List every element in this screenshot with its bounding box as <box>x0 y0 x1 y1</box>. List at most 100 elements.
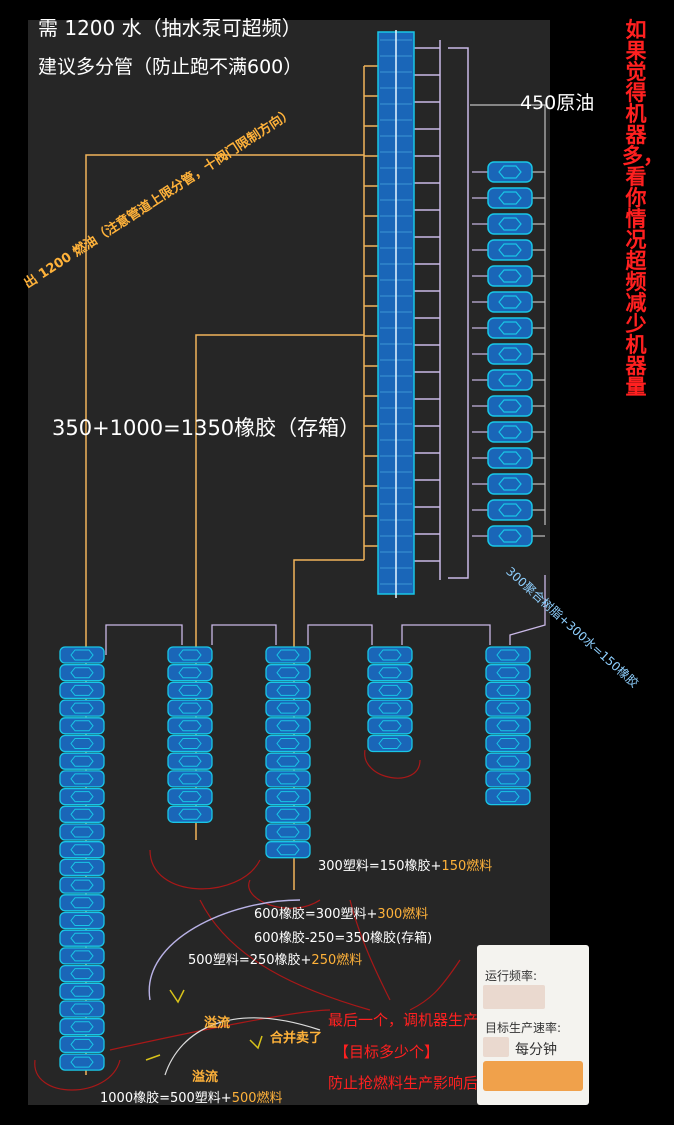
chemical-plant-core <box>178 649 202 661</box>
chemical-plant-core <box>70 1003 94 1015</box>
chemical-plant-core <box>178 755 202 767</box>
chemical-plant-core <box>70 791 94 803</box>
chemical-plant <box>59 752 105 770</box>
run-frequency-value[interactable] <box>483 985 545 1009</box>
chemical-plant <box>265 787 311 806</box>
run-frequency-label: 运行频率: <box>485 969 538 983</box>
refinery-machine <box>487 187 533 209</box>
refinery-machine <box>487 161 533 183</box>
confirm-button[interactable] <box>483 1061 583 1091</box>
chemical-plant-core <box>70 667 94 679</box>
chemical-plant <box>485 752 531 770</box>
chemical-plant <box>59 947 105 965</box>
chemical-plant-core <box>496 755 520 767</box>
refinery-core <box>498 373 522 387</box>
connector-pipe <box>105 624 183 655</box>
refinery-machine <box>487 317 533 339</box>
chemical-plant <box>59 876 105 894</box>
chemical-plant-core <box>70 684 94 696</box>
chemical-plant-core <box>70 844 94 856</box>
refinery-core <box>498 503 522 517</box>
chemical-plant <box>265 717 311 735</box>
chemical-plant <box>59 681 105 700</box>
chemical-plant-core <box>70 826 94 838</box>
water-return-pipe <box>448 47 469 579</box>
connector-pipe <box>401 624 491 645</box>
chemical-plant <box>59 894 105 912</box>
refinery-core <box>498 243 522 257</box>
chemical-plant-core <box>276 738 300 749</box>
chemical-plant <box>485 646 531 664</box>
refinery-machine <box>487 421 533 443</box>
chemical-plant <box>59 911 105 930</box>
floor-panel <box>28 20 550 1105</box>
refinery-core <box>498 399 522 413</box>
chemical-plant <box>59 646 105 664</box>
chemical-plant <box>167 805 213 823</box>
branch-advice-label: 建议多分管（防止跑不满600） <box>38 56 303 78</box>
rubber-formula-1-label: 600橡胶=300塑料+300燃料 <box>254 907 429 922</box>
chemical-plant <box>485 770 531 788</box>
chemical-plant <box>367 664 413 682</box>
chemical-plant <box>59 929 105 947</box>
refinery-machine <box>487 291 533 313</box>
chemical-plant-core <box>70 1038 94 1050</box>
chemical-plant-core <box>70 755 94 767</box>
target-rate-value[interactable] <box>483 1037 509 1057</box>
chemical-plant-core <box>70 897 94 909</box>
scribble-mark <box>349 899 391 1001</box>
chemical-plant <box>265 664 311 682</box>
chemical-plant-core <box>378 649 402 661</box>
chemical-plant-core <box>70 702 94 714</box>
chemical-plant-core <box>276 844 300 856</box>
chemical-plant <box>485 681 531 700</box>
chemical-plant <box>265 646 311 664</box>
chemical-plant-core <box>496 649 520 661</box>
chemical-plant <box>485 787 531 806</box>
chemical-plant-core <box>70 968 94 980</box>
chemical-plant-core <box>70 808 94 820</box>
chemical-plant <box>59 770 105 788</box>
refinery-machine <box>487 265 533 287</box>
refinery-core <box>498 477 522 491</box>
chemical-plant <box>167 664 213 682</box>
chemical-plant <box>367 717 413 735</box>
refinery-core <box>498 295 522 309</box>
chemical-plant <box>167 770 213 788</box>
chemical-plant <box>485 734 531 753</box>
chemical-plant-core <box>378 684 402 696</box>
chemical-plant <box>265 734 311 753</box>
chemical-plant-core <box>378 667 402 679</box>
chemical-plant-core <box>276 791 300 803</box>
chemical-plant <box>167 681 213 700</box>
refinery-core <box>498 425 522 439</box>
refinery-core <box>498 529 522 543</box>
flow-arrow <box>164 1017 321 1076</box>
chemical-plant <box>59 1000 105 1018</box>
chemical-plant-core <box>276 755 300 767</box>
chemical-plant-core <box>178 808 202 820</box>
chemical-plant <box>265 752 311 770</box>
yellow-arrow <box>169 989 185 1004</box>
refinery-core <box>498 347 522 361</box>
chemical-plant <box>59 787 105 806</box>
refinery-core <box>498 191 522 205</box>
refinery-machine <box>487 395 533 417</box>
scribble-mark <box>34 1059 121 1091</box>
chemical-plant-core <box>496 684 520 696</box>
chemical-plant-core <box>70 861 94 873</box>
scribble-mark <box>109 1009 331 1051</box>
chemical-plant-core <box>70 950 94 962</box>
scribble-mark <box>149 849 261 890</box>
chemical-plant-core <box>276 667 300 679</box>
refinery-machine <box>487 499 533 521</box>
target-label: 【目标多少个】 <box>334 1043 440 1061</box>
chemical-plant-core <box>70 915 94 926</box>
refinery-core <box>498 321 522 335</box>
water-need-label: 需 1200 水（抽水泵可超频） <box>38 16 302 40</box>
chemical-plant-core <box>496 667 520 679</box>
yellow-arrow <box>145 1054 161 1061</box>
refinery-core <box>498 451 522 465</box>
chemical-plant <box>167 787 213 806</box>
